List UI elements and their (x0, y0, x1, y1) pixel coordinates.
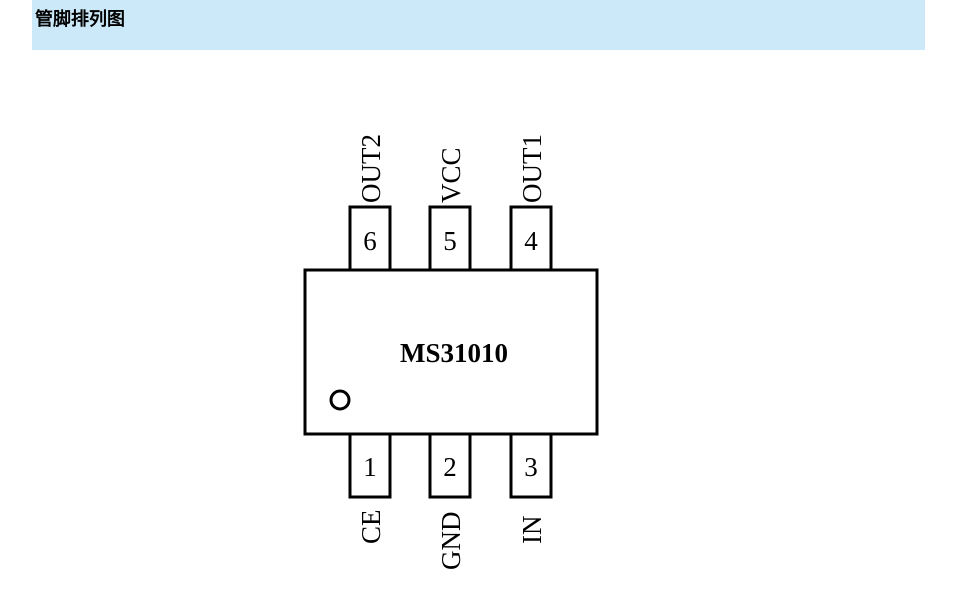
pin-5-lead (428, 205, 472, 272)
section-title: 管脚排列图 (35, 9, 125, 30)
pin-name-out1: OUT1 (517, 134, 547, 203)
pin-name-out2: OUT2 (356, 134, 386, 203)
pin-name-vcc: VCC (436, 147, 466, 203)
pin-name-in: IN (517, 516, 547, 545)
pin-number-3: 3 (524, 452, 538, 482)
pin-number-5: 5 (443, 226, 457, 256)
section-header: 管脚排列图 (32, 0, 925, 50)
circle-icon (329, 389, 351, 411)
pin-name-gnd: GND (436, 512, 466, 571)
pin-number-6: 6 (363, 226, 377, 256)
pin-name-ce: CE (356, 509, 386, 544)
chip-part-number: MS31010 (400, 338, 508, 368)
pin-2-lead (428, 432, 472, 499)
pin-number-4: 4 (524, 226, 538, 256)
chip-body (303, 268, 599, 436)
pin-number-2: 2 (443, 452, 457, 482)
pin-number-1: 1 (363, 452, 377, 482)
